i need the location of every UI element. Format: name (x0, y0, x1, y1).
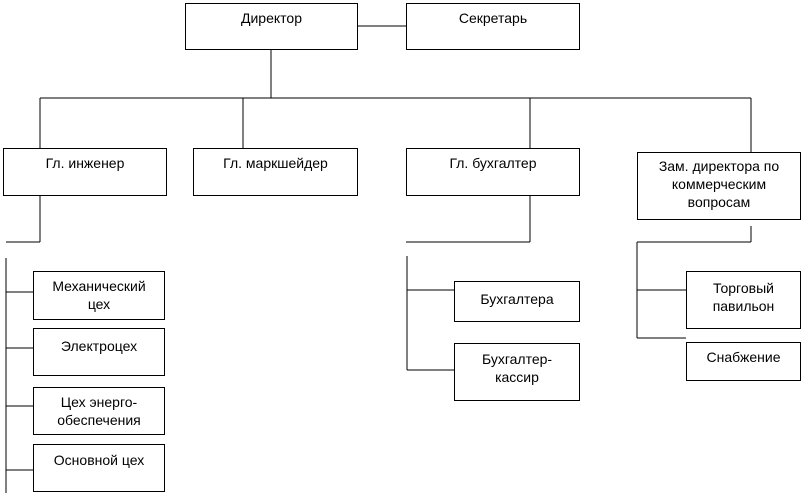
secretary-label: Секретарь (458, 10, 528, 26)
chief-surveyor-box: Гл. маркшейдер (193, 148, 358, 196)
accountants-label: Бухгалтера (480, 291, 554, 307)
chief-engineer-box: Гл. инженер (3, 148, 167, 196)
chief-engineer-label: Гл. инженер (45, 155, 125, 171)
supply-label: Снабжение (706, 349, 781, 365)
chief-accountant-box: Гл. бухгалтер (406, 148, 580, 196)
supply-box: Снабжение (686, 342, 801, 381)
main-shop-label: Основной цех (53, 452, 145, 468)
trade-pavilion-label: Торговый павильон (712, 280, 775, 314)
secretary-box: Секретарь (406, 3, 580, 50)
director-box: Директор (185, 3, 358, 50)
energy-shop-box: Цех энерго- обеспечения (33, 387, 165, 435)
cashier-label: Бухгалтер- кассир (481, 351, 553, 385)
main-shop-box: Основной цех (33, 444, 165, 492)
energy-shop-label: Цех энерго- обеспечения (57, 394, 141, 428)
director-label: Директор (241, 10, 302, 26)
electrical-shop-box: Электроцех (33, 328, 165, 376)
deputy-commercial-box: Зам. директора по коммерческим вопросам (637, 152, 801, 220)
trade-pavilion-box: Торговый павильон (686, 271, 801, 329)
mechanical-shop-box: Механический цех (33, 271, 165, 320)
chief-surveyor-label: Гл. маркшейдер (223, 155, 328, 171)
deputy-commercial-label: Зам. директора по коммерческим вопросам (658, 158, 780, 210)
cashier-box: Бухгалтер- кассир (454, 343, 580, 401)
accountants-box: Бухгалтера (454, 281, 580, 322)
chief-accountant-label: Гл. бухгалтер (449, 155, 537, 171)
electrical-shop-label: Электроцех (60, 338, 138, 354)
mechanical-shop-label: Механический цех (52, 278, 146, 312)
